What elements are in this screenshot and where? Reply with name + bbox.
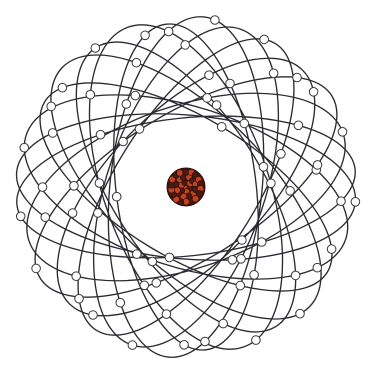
electron	[236, 281, 245, 290]
electron	[47, 102, 56, 111]
electron	[38, 183, 47, 192]
electron	[94, 209, 103, 218]
electron	[212, 101, 221, 110]
electron	[309, 88, 318, 97]
electron	[294, 121, 303, 130]
electron	[286, 187, 295, 196]
electron	[132, 58, 141, 67]
electron	[162, 310, 171, 319]
electron	[16, 212, 25, 221]
electron	[119, 137, 128, 146]
electron	[181, 41, 190, 50]
electron	[165, 253, 174, 262]
electron	[122, 100, 131, 109]
electron	[112, 192, 121, 201]
electron	[72, 272, 81, 281]
electron	[252, 336, 261, 345]
electron	[237, 254, 246, 263]
electron	[164, 27, 173, 36]
electron	[219, 319, 228, 328]
electron	[48, 129, 57, 138]
electron	[238, 236, 247, 245]
electron	[259, 163, 268, 172]
electron	[135, 125, 144, 134]
electron	[201, 337, 210, 346]
electron	[250, 271, 259, 280]
electron	[351, 198, 360, 207]
electron	[260, 35, 269, 44]
proton	[192, 195, 199, 202]
electron	[205, 71, 214, 80]
electron	[338, 128, 347, 137]
electron	[32, 264, 41, 273]
electron	[226, 79, 235, 88]
electron	[116, 298, 125, 307]
electron	[228, 255, 237, 264]
electron	[91, 44, 100, 53]
electron	[313, 263, 322, 272]
electron	[217, 123, 226, 132]
electron	[20, 143, 29, 152]
proton	[177, 170, 184, 177]
electron	[337, 197, 346, 206]
electron	[180, 341, 189, 350]
electron	[277, 150, 286, 159]
electron	[293, 73, 302, 82]
electron	[291, 271, 300, 280]
electron	[70, 182, 79, 191]
nucleus	[164, 165, 208, 209]
electron	[131, 91, 140, 100]
electron	[152, 279, 161, 288]
electron	[267, 179, 276, 188]
electron	[89, 311, 98, 320]
electron	[41, 213, 50, 222]
electron	[58, 83, 67, 92]
electron	[133, 250, 142, 259]
electron	[128, 341, 137, 350]
electron	[68, 209, 77, 218]
electron	[211, 16, 220, 25]
electron	[96, 130, 105, 139]
electron	[257, 238, 266, 247]
electron	[140, 281, 149, 290]
electron	[141, 31, 150, 40]
electron	[327, 245, 336, 254]
electron	[95, 179, 104, 188]
electron	[203, 94, 212, 103]
electron	[313, 161, 322, 170]
electron	[75, 294, 84, 303]
electron	[296, 309, 305, 318]
electron	[148, 257, 157, 266]
electron	[86, 90, 95, 99]
electron	[240, 119, 249, 128]
electron	[269, 69, 278, 78]
